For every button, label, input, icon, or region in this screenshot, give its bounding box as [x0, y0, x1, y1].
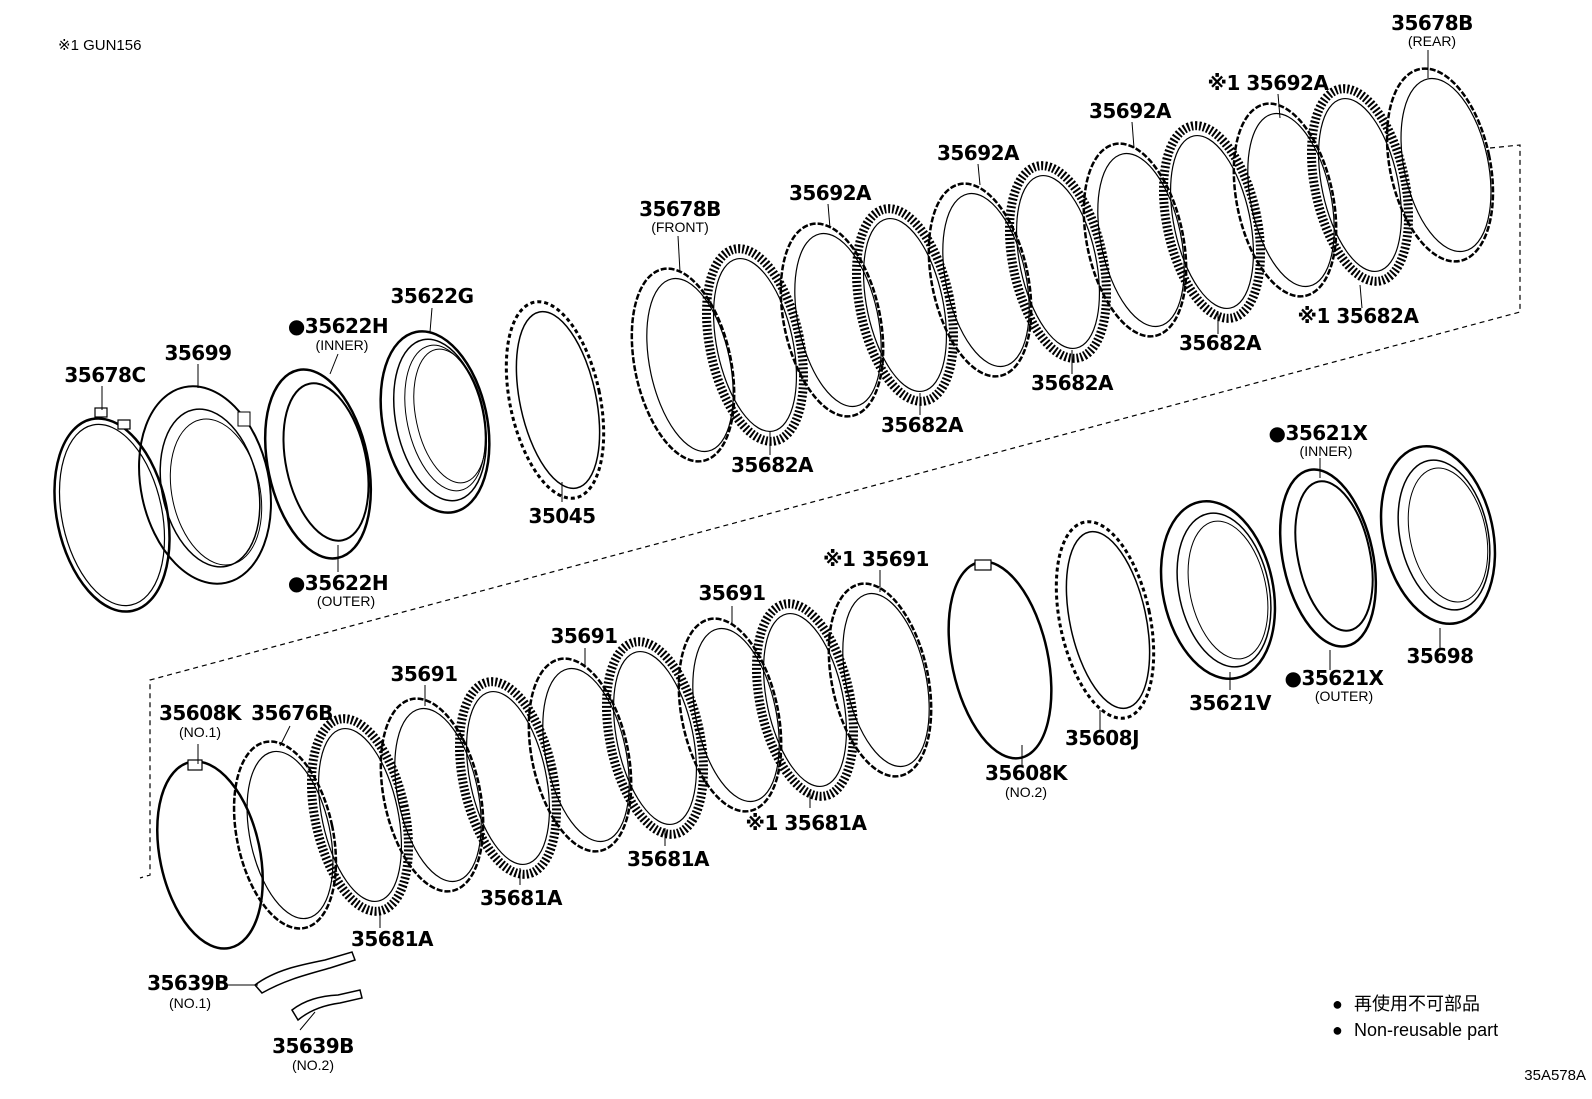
callout-c6-sub: (FRONT) — [651, 219, 709, 235]
callout-c31-part: 35681A — [627, 847, 710, 871]
drum-35698 — [1379, 444, 1497, 626]
callout-c26-part: 35621V — [1189, 691, 1272, 715]
legend-text-ja: 再使用不可部品 — [1354, 994, 1480, 1014]
leader-lines — [101, 50, 1441, 1031]
plate-35691-2 — [527, 657, 633, 853]
callout-c27-sub: (OUTER) — [1315, 688, 1373, 704]
callout-c25-part: 35698 — [1406, 644, 1473, 668]
snap-ring-35678c — [53, 407, 171, 613]
callout-c20-part: 35691 — [698, 581, 765, 605]
disc-35682a-4 — [1158, 121, 1266, 323]
flange-plate-35678b-front — [630, 267, 736, 463]
callout-c6-part: 35678B — [639, 197, 721, 221]
callout-c28-part: 35608J — [1065, 726, 1139, 750]
callout-c34-sub: (NO.1) — [169, 995, 211, 1011]
callout-c23-sub: (NO.1) — [179, 724, 221, 740]
callout-c35-sub: (NO.2) — [292, 1057, 334, 1073]
piston-35621v — [1159, 499, 1277, 681]
plate-35691-3 — [677, 617, 783, 813]
callout-c17-part: ●35622H — [288, 571, 388, 595]
callout-c1-sub: (REAR) — [1408, 33, 1456, 49]
disc-35682a-5 — [1306, 84, 1414, 286]
legend-dot-ja: ● — [1332, 994, 1343, 1014]
callout-c29-sub: (NO.2) — [1005, 784, 1047, 800]
callout-c8-part: ●35622H — [288, 314, 388, 338]
callout-c17-sub: (OUTER) — [317, 593, 375, 609]
callout-c8-sub: (INNER) — [316, 337, 369, 353]
callout-c33-part: 35681A — [351, 927, 434, 951]
callout-c24-part: 35676B — [251, 701, 333, 725]
plate-35692a-3 — [1082, 142, 1188, 338]
disc-35681a-4 — [751, 599, 859, 801]
clutch-drum-35622g — [379, 330, 491, 514]
disc-35682a-2 — [851, 204, 959, 406]
callout-c21-part: 35691 — [550, 624, 617, 648]
figure-code: 35A578A — [1524, 1067, 1586, 1084]
callout-c18-sub: (INNER) — [1300, 443, 1353, 459]
disc-35682a-3 — [1004, 161, 1112, 363]
plate-35691-1 — [379, 697, 485, 893]
snap-ring-35608k-no1 — [156, 759, 264, 950]
legend-dot-en: ● — [1332, 1020, 1343, 1040]
header-note: ※1 GUN156 — [58, 37, 141, 54]
callout-c9-part: 35699 — [164, 341, 231, 365]
disc-35681a-1 — [306, 714, 414, 916]
spring-retainer-35608j — [1054, 520, 1156, 720]
legend: ● 再使用不可部品 ● Non-reusable part — [1332, 994, 1498, 1040]
spring-retainer-35045 — [504, 300, 606, 500]
flange-plate-35678b-rear — [1385, 67, 1495, 263]
flange-plate-35676b — [232, 740, 338, 930]
callout-c32-part: 35681A — [480, 886, 563, 910]
disc-35682a-1 — [701, 244, 809, 446]
callout-c23-part: 35608K — [159, 701, 243, 725]
piston-35699 — [138, 385, 272, 585]
callout-c12-part: 35682A — [1179, 331, 1262, 355]
callout-c14-part: 35682A — [881, 413, 964, 437]
callout-c3-part: 35692A — [1089, 99, 1172, 123]
disc-35681a-3 — [601, 637, 709, 839]
callout-c35-part: 35639B — [272, 1034, 354, 1058]
o-ring-35621x — [1278, 468, 1378, 648]
callout-c16-part: 35045 — [528, 504, 595, 528]
disc-35681a-2 — [454, 677, 562, 879]
callout-labels: 35678B (REAR) ※1 35692A 35692A 35692A 35… — [64, 11, 1474, 1073]
assembly-dashed-line — [139, 144, 1521, 879]
callout-c1-part: 35678B — [1391, 11, 1473, 35]
callout-c2-part: ※1 35692A — [1208, 71, 1330, 95]
callout-c19-part: ※1 35691 — [823, 547, 929, 571]
callout-c13-part: 35682A — [1031, 371, 1114, 395]
callout-c22-part: 35691 — [390, 662, 457, 686]
top-clutch-pack — [630, 67, 1495, 463]
o-ring-35622h — [263, 368, 373, 560]
callout-c4-part: 35692A — [937, 141, 1020, 165]
callout-c29-part: 35608K — [985, 761, 1069, 785]
callout-c18-part: ●35621X — [1269, 421, 1369, 445]
callout-c30-part: ※1 35681A — [746, 811, 868, 835]
plate-35692a-4 — [1232, 102, 1338, 298]
bottom-clutch-pack — [156, 582, 933, 950]
legend-text-en: Non-reusable part — [1354, 1020, 1498, 1040]
spring-35639b-no2 — [291, 989, 363, 1022]
callout-c27-part: ●35621X — [1285, 666, 1385, 690]
callout-c10-part: 35678C — [64, 363, 145, 387]
callout-c11-part: ※1 35682A — [1298, 304, 1420, 328]
callout-c5-part: 35692A — [789, 181, 872, 205]
plate-35692a-1 — [779, 222, 885, 418]
plate-35691-4 — [827, 582, 933, 778]
snap-ring-35608k-no2 — [947, 559, 1053, 760]
callout-c15-part: 35682A — [731, 453, 814, 477]
spring-35639b-no1 — [253, 951, 356, 994]
callout-c7-part: 35622G — [391, 284, 474, 308]
plate-35692a-2 — [927, 182, 1033, 378]
callout-c34-part: 35639B — [147, 971, 229, 995]
